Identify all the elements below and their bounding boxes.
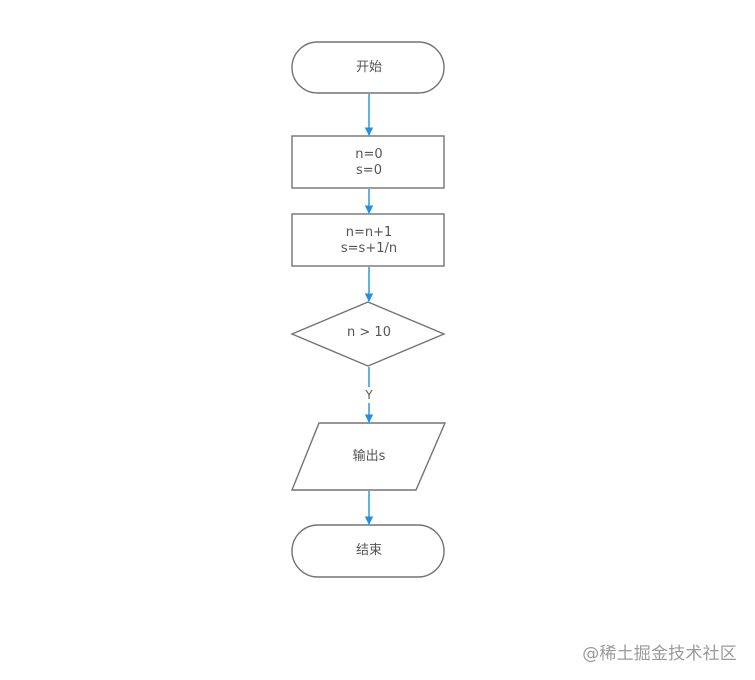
update-node-line1: n=n+1 bbox=[345, 225, 393, 240]
end-terminal-shape[interactable] bbox=[291, 524, 445, 578]
init-node-text: n=0 s=0 bbox=[355, 147, 382, 179]
init-node-line2: s=0 bbox=[356, 163, 382, 178]
init-process-shape[interactable] bbox=[291, 135, 445, 189]
output-io-shape[interactable] bbox=[290, 422, 447, 491]
update-node-line2: s=s+1/n bbox=[340, 241, 398, 256]
condition-decision-shape[interactable] bbox=[290, 301, 446, 367]
start-node-label: 开始 bbox=[355, 60, 383, 75]
update-node-text: n=n+1 s=s+1/n bbox=[341, 225, 397, 257]
update-process-shape[interactable] bbox=[291, 213, 445, 267]
condition-node-label: n > 10 bbox=[347, 325, 391, 340]
output-node-label: 输出s bbox=[352, 449, 386, 464]
yes-edge-label: Y bbox=[363, 387, 375, 403]
start-terminal-shape[interactable] bbox=[291, 41, 445, 94]
watermark-text: @稀土掘金技术社区 bbox=[582, 644, 737, 664]
init-node-line1: n=0 bbox=[355, 147, 383, 162]
end-node-label: 结束 bbox=[355, 543, 383, 558]
